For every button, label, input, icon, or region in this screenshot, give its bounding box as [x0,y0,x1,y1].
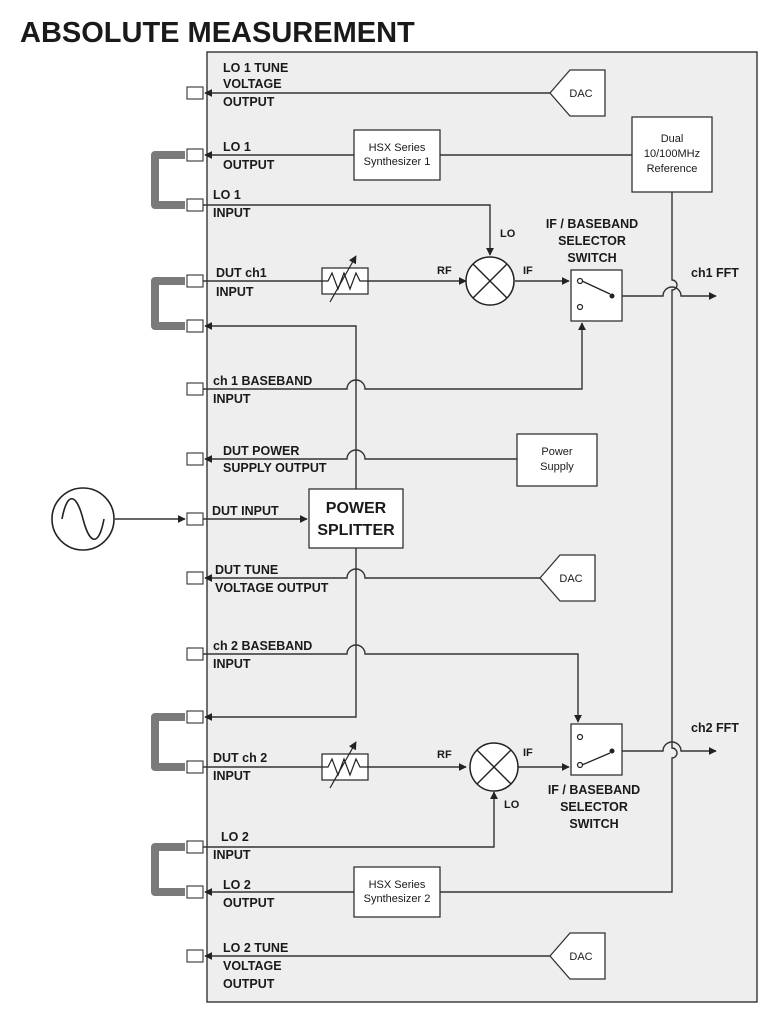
if1-signal-label: IF [523,265,533,277]
dut-power-port [186,452,204,466]
dac-middle: DAC [539,554,596,602]
ch1-fft-label: ch1 FFT [691,266,739,280]
signal-source-icon [51,487,115,551]
dac-bottom-label: DAC [569,951,592,963]
if2-signal-label: IF [523,747,533,759]
lo1-loopback-cable [151,151,185,209]
ch2-fft-label: ch2 FFT [691,721,739,735]
port-labels: LO 1 TUNE VOLTAGE OUTPUT LO 1 OUTPUT LO … [212,61,329,991]
lo1-output-label-line1: LO 1 [223,140,251,154]
ch2-loopback-cable [151,713,185,771]
lo2-tune-port [186,949,204,963]
lo2-signal-label: LO [504,799,520,811]
reference-label-line1: Dual [661,133,684,145]
selector1-label-line2: SELECTOR [558,234,626,248]
lo1-tune-label-line2: VOLTAGE [223,77,282,91]
ch2-baseband-label-line1: ch 2 BASEBAND [213,639,312,653]
reference-label-line3: Reference [647,163,698,175]
dac-top-label: DAC [569,88,592,100]
lo1-output-port [186,148,204,162]
lo2-input-port [186,840,204,854]
synth2-label-line1: HSX Series [369,879,426,891]
dut-ch2-input-port [186,760,204,774]
dac-bottom: DAC [549,932,606,980]
selector1-label-line1: IF / BASEBAND [546,217,638,231]
dut-input-port [186,512,204,526]
mixer-ch2-icon [469,742,519,792]
ch2-baseband-label-line2: INPUT [213,657,251,671]
dut-ch1-input-port [186,274,204,288]
synthesizer-2-block: HSX Series Synthesizer 2 [353,866,441,918]
lo2-loopback-cable [151,843,185,896]
splitter-label-line2: SPLITTER [317,522,395,539]
power-supply-label-line2: Supply [540,461,574,473]
lo2-tune-label-line1: LO 2 TUNE [223,941,288,955]
selector2-label-line3: SWITCH [569,817,618,831]
synth2-label-line2: Synthesizer 2 [364,893,431,905]
synth1-label-line2: Synthesizer 1 [364,156,431,168]
dut-input-label: DUT INPUT [212,504,279,518]
port-connectors [186,86,204,963]
lo1-tune-port [186,86,204,100]
reference-block: Dual 10/100MHz Reference [631,116,713,193]
ch1-baseband-port [186,382,204,396]
splitter-out1-port [186,319,204,333]
lo1-output-label-line2: OUTPUT [223,158,275,172]
synthesizer-1-block: HSX Series Synthesizer 1 [353,129,441,181]
signal-labels: LO RF IF ch1 FFT RF IF LO ch2 FFT [437,228,739,811]
synth1-label-line1: HSX Series [369,142,426,154]
dut-power-label-line1: DUT POWER [223,444,299,458]
ch2-baseband-port [186,647,204,661]
power-splitter-block: POWER SPLITTER [308,488,404,549]
selector-switch-ch2 [570,723,623,776]
rf1-signal-label: RF [437,265,452,277]
selector2-label-line1: IF / BASEBAND [548,783,640,797]
dac-middle-label: DAC [559,573,582,585]
dut-ch2-input-label-line1: DUT ch 2 [213,751,267,765]
reference-label-line2: 10/100MHz [644,148,700,160]
lo2-input-label-line1: LO 2 [221,830,249,844]
power-supply-label-line1: Power [541,446,573,458]
dut-tune-port [186,571,204,585]
power-supply-block: Power Supply [516,433,598,487]
dut-ch2-input-label-line2: INPUT [213,769,251,783]
lo1-input-label-line1: LO 1 [213,188,241,202]
lo1-input-label-line2: INPUT [213,206,251,220]
lo1-input-port [186,198,204,212]
lo2-output-label-line1: LO 2 [223,878,251,892]
ch1-loopback-cable [151,277,185,330]
attenuator-ch1-icon [321,255,369,303]
lo2-input-label-line2: INPUT [213,848,251,862]
dut-tune-label-line2: VOLTAGE OUTPUT [215,581,329,595]
dut-power-label-line2: SUPPLY OUTPUT [223,461,327,475]
ch1-baseband-label-line1: ch 1 BASEBAND [213,374,312,388]
instrument-panel [206,51,758,1003]
splitter-out2-port [186,710,204,724]
dac-top: DAC [549,69,606,117]
splitter-label-line1: POWER [326,500,387,517]
selector-labels: IF / BASEBAND SELECTOR SWITCH IF / BASEB… [546,217,640,831]
lo1-signal-label: LO [500,228,516,240]
dut-tune-label-line1: DUT TUNE [215,563,278,577]
lo2-tune-label-line3: OUTPUT [223,977,275,991]
mixer-ch1-icon [465,256,515,306]
lo1-tune-label-line3: OUTPUT [223,95,275,109]
lo1-tune-label-line1: LO 1 TUNE [223,61,288,75]
page-title: ABSOLUTE MEASUREMENT [20,17,415,49]
ch1-baseband-label-line2: INPUT [213,392,251,406]
selector-switch-ch1 [570,269,623,322]
loopback-cables [151,151,185,896]
lo2-output-port [186,885,204,899]
dut-ch1-input-label-line1: DUT ch1 [216,266,267,280]
signal-wires [115,89,717,960]
rf2-signal-label: RF [437,749,452,761]
dut-ch1-input-label-line2: INPUT [216,285,254,299]
lo2-tune-label-line2: VOLTAGE [223,959,282,973]
attenuator-ch2-icon [321,741,369,789]
selector1-label-line3: SWITCH [567,251,616,265]
lo2-output-label-line2: OUTPUT [223,896,275,910]
selector2-label-line2: SELECTOR [560,800,628,814]
